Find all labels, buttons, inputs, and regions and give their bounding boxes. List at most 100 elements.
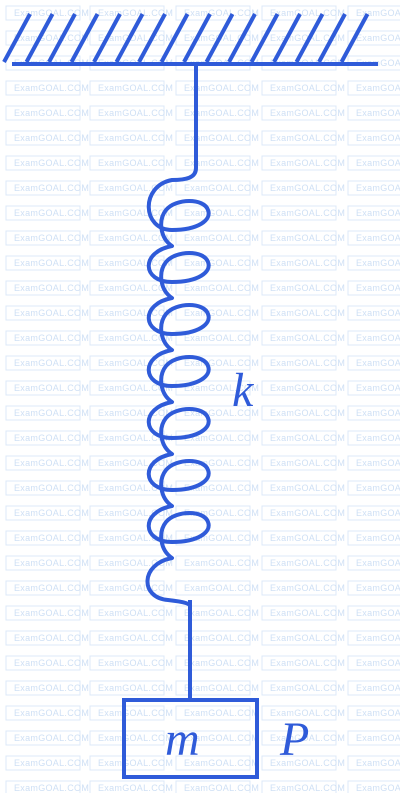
watermark-box (261, 430, 337, 446)
watermark-box (5, 205, 81, 221)
watermark-text: ExamGOAL.COM (184, 408, 259, 418)
watermark-text: ExamGOAL.COM (14, 183, 89, 193)
watermark-box (89, 405, 165, 421)
watermark-text: ExamGOAL.COM (98, 383, 173, 393)
watermark-text: ExamGOAL.COM (356, 383, 400, 393)
spring-coil (145, 166, 211, 608)
watermark-box (347, 130, 400, 146)
watermark-text: ExamGOAL.COM (356, 83, 400, 93)
watermark-text: ExamGOAL.COM (14, 208, 89, 218)
watermark-box (347, 180, 400, 196)
watermark-text: ExamGOAL.COM (14, 458, 89, 468)
watermark-box (175, 655, 251, 671)
point-label: P (279, 713, 309, 766)
watermark-box (5, 755, 81, 771)
watermark-text: ExamGOAL.COM (270, 158, 345, 168)
watermark-text: ExamGOAL.COM (98, 283, 173, 293)
watermark-box (175, 280, 251, 296)
watermark-box (347, 755, 400, 771)
watermark-box (261, 555, 337, 571)
watermark-box (5, 230, 81, 246)
watermark-box (261, 630, 337, 646)
watermark-text: ExamGOAL.COM (14, 658, 89, 668)
watermark-box (347, 330, 400, 346)
watermark-text: ExamGOAL.COM (98, 483, 173, 493)
hatch-line (92, 13, 122, 63)
watermark-text: ExamGOAL.COM (184, 608, 259, 618)
watermark-text: ExamGOAL.COM (356, 483, 400, 493)
watermark-box (175, 330, 251, 346)
watermark-box (5, 605, 81, 621)
watermark-box (89, 705, 165, 721)
watermark-box (175, 530, 251, 546)
watermark-box (347, 355, 400, 371)
watermark-text: ExamGOAL.COM (184, 208, 259, 218)
watermark-text: ExamGOAL.COM (14, 758, 89, 768)
watermark-text: ExamGOAL.COM (98, 208, 173, 218)
watermark-text: ExamGOAL.COM (356, 308, 400, 318)
watermark-box (347, 105, 400, 121)
watermark-text: ExamGOAL.COM (184, 283, 259, 293)
watermark-box (261, 580, 337, 596)
watermark-text: ExamGOAL.COM (14, 258, 89, 268)
watermark-text: ExamGOAL.COM (98, 633, 173, 643)
hatch-line (69, 13, 100, 63)
watermark-text: ExamGOAL.COM (356, 733, 400, 743)
watermark-text: ExamGOAL.COM (14, 683, 89, 693)
watermark-text: ExamGOAL.COM (98, 8, 173, 18)
watermark-box (347, 605, 400, 621)
watermark-text: ExamGOAL.COM (98, 458, 173, 468)
watermark-box (89, 755, 165, 771)
watermark-box (347, 205, 400, 221)
watermark-text: ExamGOAL.COM (98, 583, 173, 593)
watermark-box (347, 455, 400, 471)
watermark-box (89, 180, 165, 196)
watermark-text: ExamGOAL.COM (270, 8, 345, 18)
hatch-line (2, 13, 32, 63)
watermark-box (175, 780, 251, 793)
watermark-box (175, 230, 251, 246)
watermark-text: ExamGOAL.COM (98, 358, 173, 368)
watermark-box (347, 505, 400, 521)
watermark-box (89, 680, 165, 696)
watermark-text: ExamGOAL.COM (270, 133, 345, 143)
watermark-text: ExamGOAL.COM (98, 33, 173, 43)
watermark-box (347, 380, 400, 396)
watermark-text: ExamGOAL.COM (184, 433, 259, 443)
watermark-text: ExamGOAL.COM (98, 508, 173, 518)
watermark-text: ExamGOAL.COM (14, 308, 89, 318)
watermark-box (261, 180, 337, 196)
watermark-box (347, 780, 400, 793)
watermark-box (347, 405, 400, 421)
watermark-box (175, 355, 251, 371)
watermark-text: ExamGOAL.COM (270, 308, 345, 318)
watermark-text: ExamGOAL.COM (184, 233, 259, 243)
watermark-box (5, 705, 81, 721)
watermark-box (261, 405, 337, 421)
watermark-text: ExamGOAL.COM (14, 558, 89, 568)
watermark-box (5, 280, 81, 296)
watermark-text: ExamGOAL.COM (98, 333, 173, 343)
watermark-box (5, 480, 81, 496)
watermark-box (347, 480, 400, 496)
hatch-line (294, 13, 325, 63)
watermark-box (347, 155, 400, 171)
watermark-text: ExamGOAL.COM (270, 258, 345, 268)
watermark-box (261, 205, 337, 221)
watermark-text: ExamGOAL.COM (356, 358, 400, 368)
watermark-box (89, 155, 165, 171)
watermark-text: ExamGOAL.COM (270, 183, 345, 193)
watermark-box (5, 430, 81, 446)
watermark-box (347, 430, 400, 446)
watermark-text: ExamGOAL.COM (14, 583, 89, 593)
watermark-text: ExamGOAL.COM (270, 708, 345, 718)
watermark-text: ExamGOAL.COM (14, 733, 89, 743)
watermark-box (89, 130, 165, 146)
watermark-text: ExamGOAL.COM (270, 208, 345, 218)
watermark-text: ExamGOAL.COM (270, 358, 345, 368)
watermark-text: ExamGOAL.COM (98, 258, 173, 268)
watermark-text: ExamGOAL.COM (14, 633, 89, 643)
watermark-text: ExamGOAL.COM (270, 508, 345, 518)
watermark-box (347, 255, 400, 271)
watermark-box (5, 355, 81, 371)
